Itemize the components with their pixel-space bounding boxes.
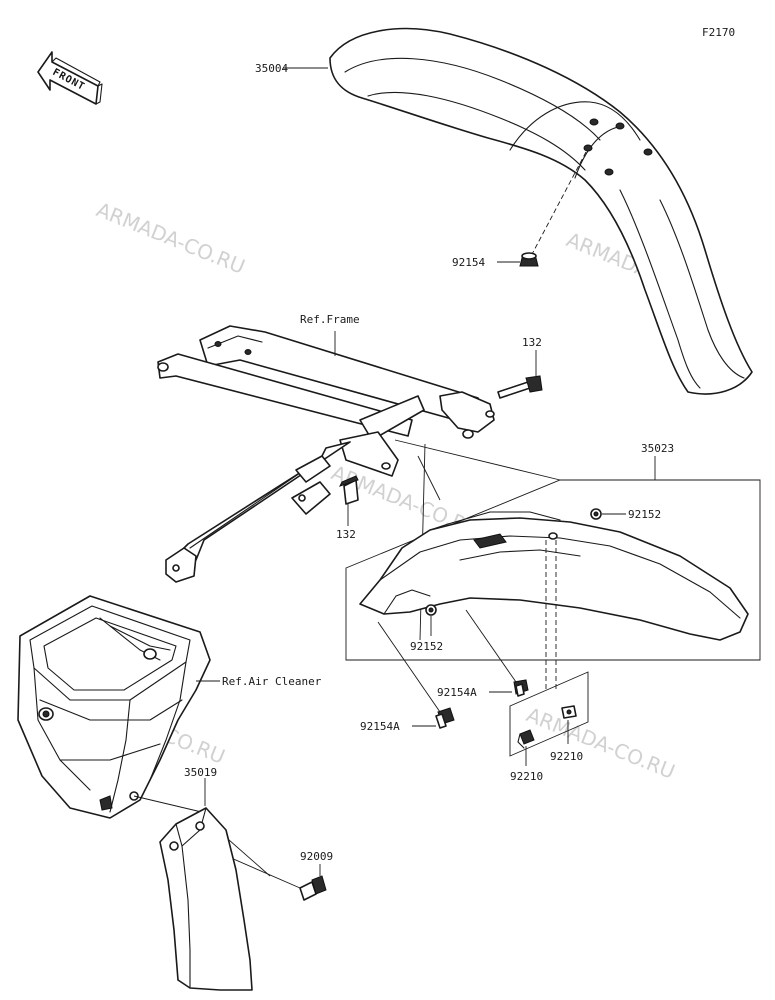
collar-92152-right xyxy=(590,508,602,520)
front-arrow-icon xyxy=(37,51,99,105)
nuts-box xyxy=(509,671,589,757)
label-collar-left: 92152 xyxy=(410,640,443,653)
label-flap: 35019 xyxy=(184,766,217,779)
label-rear-fender: 35023 xyxy=(641,442,674,455)
air-cleaner-box xyxy=(17,595,211,819)
label-bolt-132-mid: 132 xyxy=(336,528,356,541)
label-front-fender: 35004 xyxy=(255,62,288,75)
front-direction-badge: FRONT xyxy=(37,51,103,105)
front-fender-bolt xyxy=(519,252,539,267)
bolt-92154a-right xyxy=(513,679,529,697)
nut-92210-right xyxy=(561,705,577,719)
label-bolt-132-top: 132 xyxy=(522,336,542,349)
figure-code: F2170 xyxy=(702,26,735,39)
watermark-5: ARMADA-CO.RU xyxy=(523,702,678,783)
label-flap-screw: 92009 xyxy=(300,850,333,863)
collar-92152-left xyxy=(425,604,437,616)
screw-92009 xyxy=(299,875,327,901)
label-frame-ref: Ref.Frame xyxy=(300,313,360,326)
rear-fender-box xyxy=(345,479,761,661)
rear-fender xyxy=(359,511,749,641)
frame-subframe xyxy=(157,325,495,583)
front-fender xyxy=(329,27,753,395)
nut-92210-left xyxy=(517,729,535,749)
mud-flap xyxy=(159,807,253,991)
label-nut-right: 92210 xyxy=(550,750,583,763)
watermark-1: ARMADA-CO.RU xyxy=(93,197,248,278)
label-collar-right: 92152 xyxy=(628,508,661,521)
bolt-92154a-left xyxy=(435,707,455,729)
bolt-132-mid xyxy=(339,475,359,505)
label-bolt-a-left: 92154A xyxy=(360,720,400,733)
bolt-132-top xyxy=(497,375,543,399)
label-air-cleaner-ref: Ref.Air Cleaner xyxy=(222,675,322,688)
label-bolt-a-right: 92154A xyxy=(437,686,477,699)
label-nut-left: 92210 xyxy=(510,770,543,783)
label-front-fender-bolt: 92154 xyxy=(452,256,485,269)
